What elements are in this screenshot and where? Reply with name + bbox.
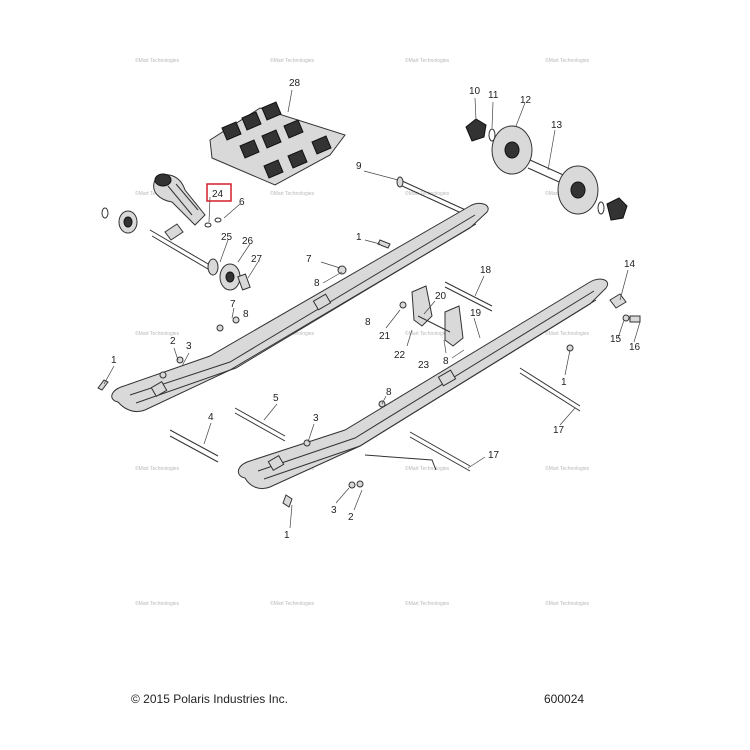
svg-text:©Mart Technologies: ©Mart Technologies: [545, 600, 590, 607]
svg-text:©Mart Technologies: ©Mart Technologies: [135, 57, 180, 64]
callout-8-center: 8: [365, 317, 371, 328]
leader-lines: [103, 89, 641, 529]
callout-labels: 28 10 11 12 13 9 24 6 1 25 26 27 7 8 18 …: [111, 78, 641, 541]
torque-arm-assembly: [101, 173, 251, 291]
callout-7-upper: 7: [306, 254, 312, 265]
callout-16: 16: [629, 342, 641, 353]
callout-8-upper: 8: [314, 278, 320, 289]
svg-text:©Mart Technologies: ©Mart Technologies: [405, 330, 450, 337]
callout-5: 5: [273, 393, 279, 404]
callout-3-left: 3: [186, 341, 192, 352]
callout-7-left: 7: [230, 299, 236, 310]
highlight-box-24: [206, 183, 232, 202]
lower-shafts: [169, 367, 581, 472]
callout-18: 18: [480, 265, 492, 276]
svg-text:©Mart Technologies: ©Mart Technologies: [135, 600, 180, 607]
svg-text:©Mart Technologies: ©Mart Technologies: [270, 190, 315, 197]
callout-6: 6: [239, 197, 245, 208]
callout-27: 27: [251, 254, 263, 265]
callout-4: 4: [208, 412, 214, 423]
callout-25: 25: [221, 232, 233, 243]
callout-13: 13: [551, 120, 563, 131]
svg-text:©Mart Technologies: ©Mart Technologies: [405, 57, 450, 64]
idler-wheels-part: [465, 118, 628, 221]
svg-text:©Mart Technologies: ©Mart Technologies: [135, 465, 180, 472]
callout-17-right: 17: [553, 425, 565, 436]
callout-2-bottom: 2: [348, 512, 354, 523]
svg-text:©Mart Technologies: ©Mart Technologies: [405, 600, 450, 607]
callout-1-right: 1: [561, 377, 567, 388]
callout-15: 15: [610, 334, 622, 345]
callout-28: 28: [289, 78, 301, 89]
callout-24: 24: [212, 189, 224, 200]
svg-text:©Mart Technologies: ©Mart Technologies: [135, 330, 180, 337]
svg-text:©Mart Technologies: ©Mart Technologies: [545, 330, 590, 337]
cross-shafts: [396, 176, 493, 312]
callout-11: 11: [488, 90, 499, 101]
callout-8-lower: 8: [386, 387, 392, 398]
svg-text:©Mart Technologies: ©Mart Technologies: [405, 465, 450, 472]
svg-text:©Mart Technologies: ©Mart Technologies: [545, 57, 590, 64]
svg-text:©Mart Technologies: ©Mart Technologies: [270, 57, 315, 64]
callout-19: 19: [470, 308, 482, 319]
callout-12: 12: [520, 95, 532, 106]
callout-22: 22: [394, 350, 406, 361]
center-brackets: [411, 285, 464, 347]
callout-10: 10: [469, 86, 481, 97]
callout-9: 9: [356, 161, 362, 172]
callout-3-bottom: 3: [331, 505, 337, 516]
svg-text:©Mart Technologies: ©Mart Technologies: [405, 190, 450, 197]
svg-text:©Mart Technologies: ©Mart Technologies: [270, 600, 315, 607]
callout-23: 23: [418, 360, 430, 371]
callout-1-bottom: 1: [284, 530, 290, 541]
callout-21: 21: [379, 331, 391, 342]
bolts: [97, 239, 641, 508]
drawing-number: 600024: [544, 692, 585, 706]
callout-1-left: 1: [111, 355, 117, 366]
callout-8-left: 8: [243, 309, 249, 320]
callout-14: 14: [624, 259, 636, 270]
callout-17-lower: 17: [488, 450, 500, 461]
right-rail-part: [237, 278, 608, 490]
callout-1-top: 1: [356, 232, 362, 243]
track-lugs-part: [209, 101, 346, 186]
callout-2-left: 2: [170, 336, 176, 347]
left-rail-part: [111, 202, 489, 413]
callout-26: 26: [242, 236, 254, 247]
callout-20: 20: [435, 291, 447, 302]
callout-8-right: 8: [443, 356, 449, 367]
svg-text:©Mart Technologies: ©Mart Technologies: [545, 465, 590, 472]
callout-3-center: 3: [313, 413, 319, 424]
copyright-text: © 2015 Polaris Industries Inc.: [131, 692, 288, 706]
